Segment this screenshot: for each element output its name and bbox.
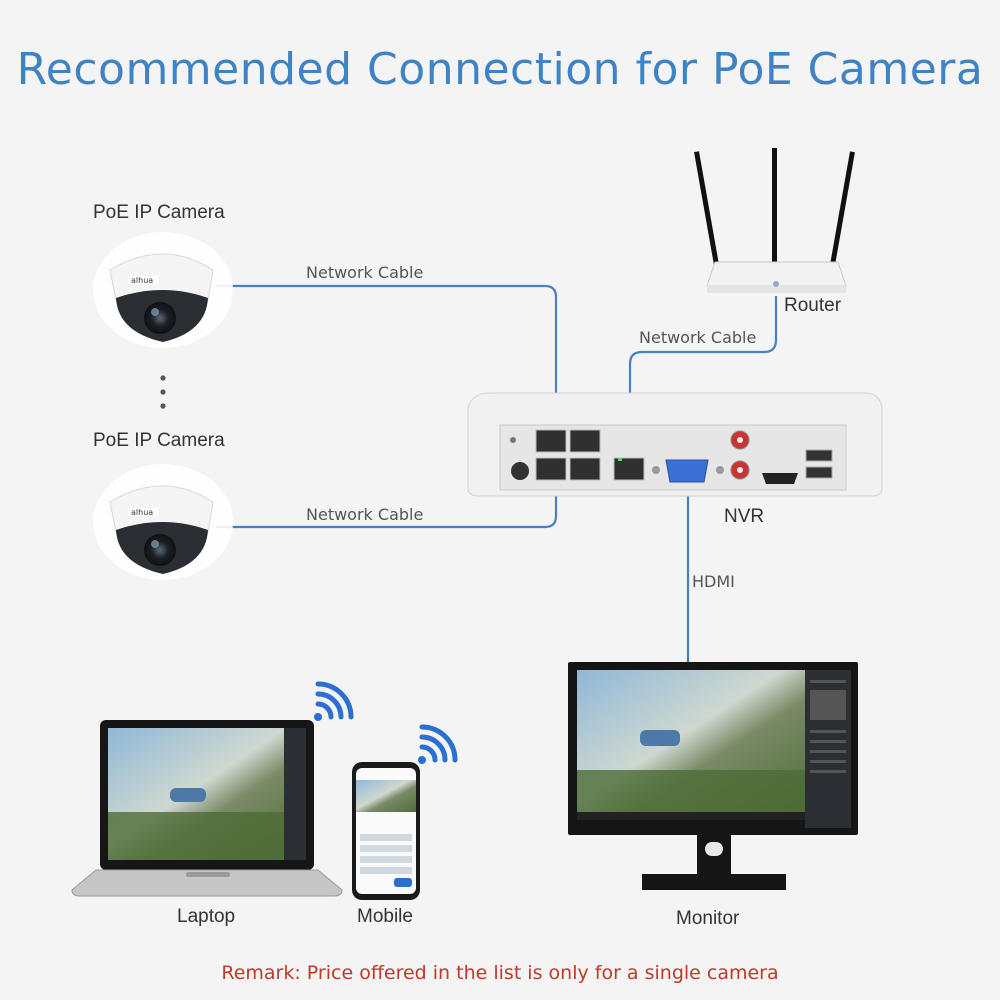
laptop-label: Laptop [177,906,236,927]
router-icon [694,148,855,293]
remark-text: : Price offered in the list is only for … [294,962,779,984]
monitor-icon [568,662,858,890]
camera-1-brand: alhua [131,276,153,285]
cable-router [628,296,778,465]
camera-2-brand: alhua [131,508,153,517]
cable-label-hdmi: HDMI [692,572,735,591]
remark-note: Remark: Price offered in the list is onl… [0,962,1000,984]
monitor-label: Monitor [676,908,740,929]
camera-2-label: PoE IP Camera [93,430,225,451]
smartphone-icon [352,762,420,900]
cable-label-camera-2: Network Cable [306,505,424,524]
remark-prefix: Remark [221,962,295,984]
nvr-icon [467,392,883,497]
more-cameras-dots [160,375,166,409]
cable-label-camera-1: Network Cable [306,263,424,282]
dome-camera-icon [93,232,233,348]
router-label: Router [784,295,842,316]
page-title: Recommended Connection for PoE Camera [16,44,984,95]
nvr-label: NVR [724,506,765,527]
camera-1-label: PoE IP Camera [93,202,225,223]
cable-camera-1 [216,284,558,449]
cable-label-router: Network Cable [639,328,757,347]
wifi-icon [418,724,458,764]
laptop-icon [71,720,343,897]
mobile-label: Mobile [357,906,413,927]
cable-camera-2 [216,476,558,529]
dome-camera-icon [93,464,233,580]
wifi-icon [314,681,354,721]
